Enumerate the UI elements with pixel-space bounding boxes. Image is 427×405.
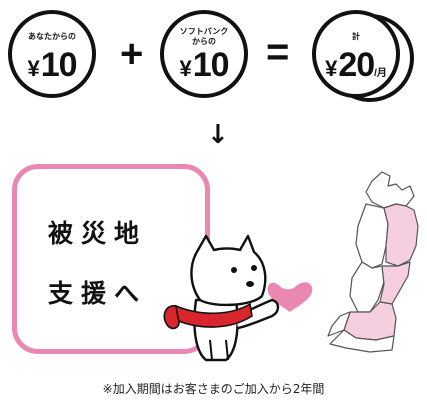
map-region-coast-west — [327, 311, 351, 337]
total-value: 20 — [338, 46, 375, 84]
coin-your-contribution: あなたからの ¥10 — [8, 10, 96, 98]
footnote: ※加入期間はお客さまのご加入から2年間 — [102, 382, 325, 396]
map-region-yamagata — [349, 261, 385, 313]
plus-sign: + — [120, 32, 144, 76]
total-caption: 計 — [352, 32, 360, 41]
coin1-currency: ¥ — [27, 56, 39, 81]
total-amount: ¥20/月 — [316, 48, 396, 91]
map-region-south — [329, 329, 395, 353]
equals-sign: = — [266, 30, 290, 74]
down-arrow-icon: ↓ — [207, 120, 229, 150]
coin2-caption-line2: からの — [192, 37, 216, 46]
map-region-aomori — [365, 171, 415, 209]
map-region-miyagi — [379, 261, 411, 305]
coin2-caption-line1: ソフトバンク — [179, 27, 229, 36]
total-unit: /月 — [374, 68, 387, 79]
message-line1: 被災地 — [48, 219, 148, 248]
coin1-caption: あなたからの — [28, 32, 76, 41]
total-currency: ¥ — [325, 56, 337, 81]
message-line2: 支援へ — [48, 279, 148, 308]
coin2-value: 10 — [192, 46, 230, 84]
coin1-amount: ¥10 — [12, 48, 92, 86]
coin-softbank-contribution: ソフトバンク からの ¥10 — [160, 10, 248, 98]
coin-total: 計 ¥20/月 — [312, 10, 400, 98]
coin2-currency: ¥ — [179, 56, 191, 81]
map-region-iwate — [383, 203, 419, 267]
coin1-value: 10 — [40, 46, 78, 84]
coin2-amount: ¥10 — [164, 48, 244, 86]
